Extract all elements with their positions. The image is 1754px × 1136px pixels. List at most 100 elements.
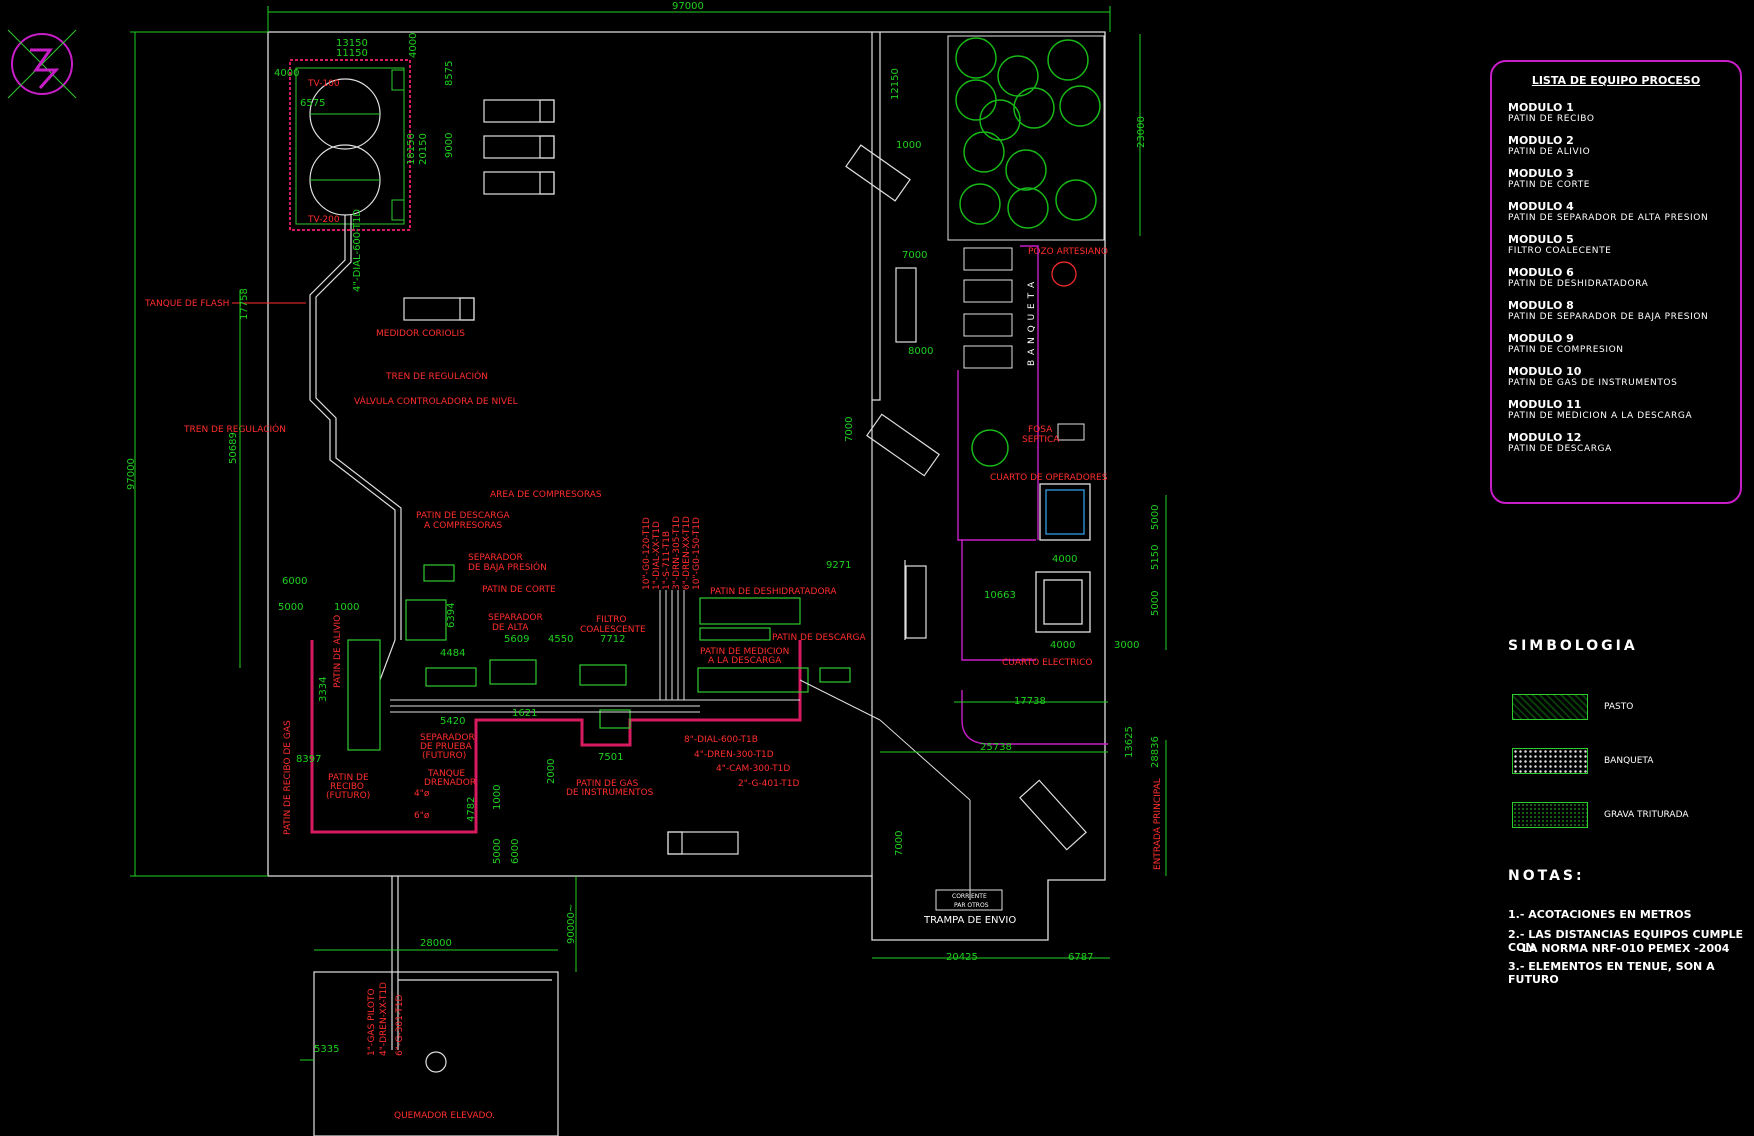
parking-slots	[963, 247, 1013, 369]
dim-1621: 1621	[512, 708, 537, 719]
dren-flare-label: 4"-DREN-XX-T1D	[379, 982, 389, 1056]
dim-5000d: 5000	[1150, 591, 1161, 616]
process-equipment	[347, 564, 851, 751]
module-name: MODULO 1	[1508, 101, 1574, 114]
separador-alta-label-2: DE ALTA	[492, 623, 529, 633]
dim-4000c: 4000	[1052, 554, 1077, 565]
module-name: MODULO 6	[1508, 266, 1574, 279]
dim-4484: 4484	[440, 648, 465, 659]
patin-recibo-futuro-label-1: PATIN DE	[328, 773, 369, 783]
module-desc: PATIN DE ALIVIO	[1508, 147, 1591, 157]
vertical-line-tags: 10"-G0-120-T1D 1"-DIAL-XX-T1D 1"-S-711-T…	[642, 516, 702, 590]
module-name: MODULO 4	[1508, 200, 1574, 213]
grava-swatch	[1512, 802, 1588, 828]
dim-1000a: 1000	[334, 602, 359, 613]
module-name: MODULO 5	[1508, 233, 1574, 246]
vehicles	[845, 144, 1087, 851]
tv100-label: TV-100	[307, 79, 340, 89]
nota-2-cont: LA NORMA NRF-010 PEMEX -2004	[1522, 942, 1730, 955]
dim-9271: 9271	[826, 560, 851, 571]
module-desc: PATIN DE SEPARADOR DE ALTA PRESION	[1508, 213, 1709, 223]
separador-baja-label-1: SEPARADOR	[468, 553, 523, 563]
module-name: MODULO 11	[1508, 398, 1582, 411]
dim-18150: 18150	[406, 133, 417, 165]
patin-descarga-comp-label-1: PATIN DE DESCARGA	[416, 511, 511, 521]
patin-medicion-label-2: A LA DESCARGA	[708, 656, 782, 666]
nota-2: 2.- LAS DISTANCIAS EQUIPOS CUMPLE CON	[1508, 928, 1744, 954]
patin-descarga-comp-label-2: A COMPRESORAS	[424, 521, 502, 531]
tv200-label: TV-200	[307, 215, 340, 225]
svg-text:3"-DRN-305-T1D: 3"-DRN-305-T1D	[672, 516, 682, 590]
module-name: MODULO 12	[1508, 431, 1582, 444]
patin-recibo-futuro-label-2: RECIBO	[330, 782, 364, 792]
dim-8575: 8575	[444, 61, 455, 86]
dim-6787: 6787	[1068, 952, 1093, 963]
module-name: MODULO 8	[1508, 299, 1574, 312]
module-desc: PATIN DE COMPRESION	[1508, 345, 1624, 355]
module-desc: PATIN DE RECIBO	[1508, 114, 1595, 124]
simbologia-title: SIMBOLOGIA	[1508, 638, 1638, 654]
line-tag-2: 4"-DREN-300-T1D	[694, 750, 774, 760]
module-desc: PATIN DE DESHIDRATADORA	[1508, 279, 1649, 289]
dim-4782: 4782	[466, 797, 477, 822]
tren-regulacion-label-2: TREN DE REGULACIÓN	[183, 423, 286, 435]
flash-pipeline	[309, 215, 402, 681]
tank-area	[289, 59, 411, 231]
patin-alivio-label: PATIN DE ALIVIO	[333, 615, 343, 688]
dim-5150: 5150	[1150, 545, 1161, 570]
line-tag-3: 4"-CAM-300-T1D	[716, 764, 790, 774]
patin-gas-inst-label-2: DE INSTRUMENTOS	[566, 788, 654, 798]
pipe-6-label: 6"ø	[414, 811, 430, 821]
filtro-label-1: FILTRO	[596, 615, 626, 625]
g-flare-label: 6"-G-301-T1D	[395, 995, 405, 1056]
separador-prueba-label-1: SEPARADOR	[420, 733, 475, 743]
notas-title: NOTAS:	[1508, 868, 1585, 884]
dim-5335: 5335	[314, 1044, 339, 1055]
dim-1000c: 1000	[896, 140, 921, 151]
dim-7000a: 7000	[902, 250, 927, 261]
dim-13625: 13625	[1124, 726, 1135, 758]
tanque-drenador-label-2: DRENADOR	[424, 778, 476, 788]
trampa-tag-1: CORRIENTE	[952, 893, 987, 900]
module-name: MODULO 3	[1508, 167, 1574, 180]
dim-23000: 23000	[1136, 116, 1147, 148]
dim-5000b: 5000	[492, 839, 503, 864]
module-desc: PATIN DE CORTE	[1508, 180, 1591, 190]
top-dimension	[267, 6, 1111, 32]
pipe-4-label: 4"ø	[414, 789, 430, 799]
patin-recibo-futuro-label-3: (FUTURO)	[326, 791, 370, 801]
svg-text:10"-G0-150-T1D: 10"-G0-150-T1D	[692, 517, 702, 590]
module-desc: PATIN DE MEDICION A LA DESCARGA	[1508, 411, 1693, 421]
pozo-artesiano-label: POZO ARTESIANO	[1028, 247, 1108, 257]
tren-regulacion-label-1: TREN DE REGULACIÓN	[385, 370, 488, 382]
pasto-swatch	[1512, 694, 1588, 720]
dim-13150: 13150	[336, 38, 368, 49]
dim-4000d: 4000	[1050, 640, 1075, 651]
overall-height-dim: 97000	[126, 458, 137, 490]
patin-medicion-label-1: PATIN DE MEDICION	[700, 647, 789, 657]
module-name: MODULO 10	[1508, 365, 1582, 378]
dim-8000: 8000	[908, 346, 933, 357]
dim-3000: 3000	[1114, 640, 1139, 651]
dim-7000c: 7000	[894, 831, 905, 856]
patin-corte-label: PATIN DE CORTE	[482, 585, 556, 595]
dim-28836: 28836	[1150, 736, 1161, 768]
dim-7501: 7501	[598, 752, 623, 763]
patin-gas-inst-label-1: PATIN DE GAS	[576, 779, 639, 789]
process-pipes	[390, 590, 971, 900]
svg-text:1"-S-711-T1B: 1"-S-711-T1B	[662, 531, 672, 590]
buildings	[1035, 483, 1091, 633]
dim-6575: 6575	[300, 98, 325, 109]
dim-6394: 6394	[446, 603, 457, 628]
dim-4000b: 4000	[274, 68, 299, 79]
dim-5420: 5420	[440, 716, 465, 727]
dim-20425: 20425	[946, 952, 978, 963]
